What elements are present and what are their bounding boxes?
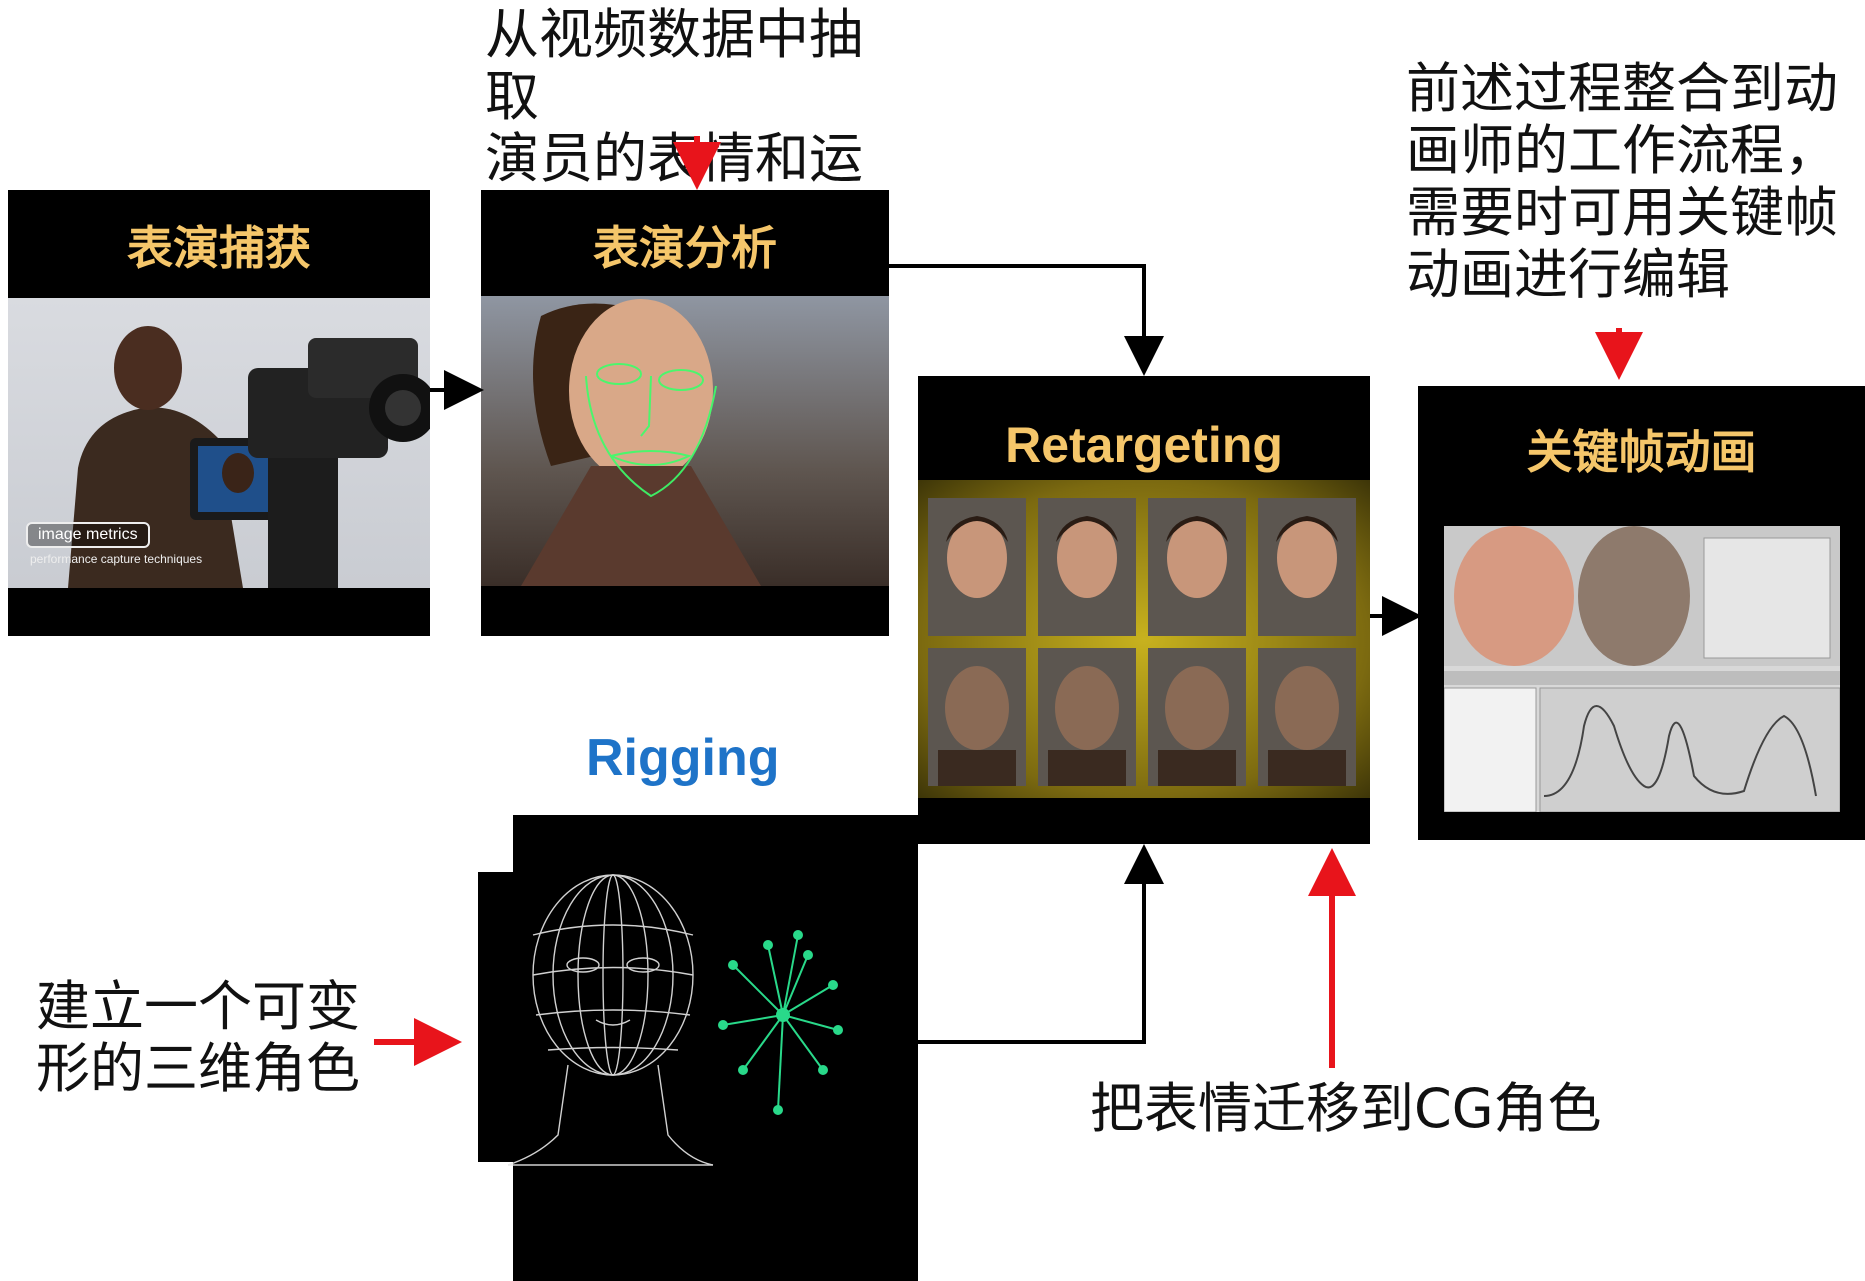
rig-annotation: 建立一个可变 形的三维角色 — [36, 975, 360, 1100]
retarget-annotation: 把表情迁移到CG角色 — [1090, 1077, 1602, 1140]
rigging-label: Rigging — [586, 729, 780, 787]
keyframe-panel: 关键帧动画 — [1418, 386, 1865, 840]
rigging-visual — [478, 815, 918, 1281]
analysis-panel-title: 表演分析 — [593, 221, 777, 275]
capture-panel: 表演捕获 image metrics performance capture t… — [8, 190, 430, 636]
retargeting-grid — [918, 480, 1370, 798]
camera-icon — [248, 338, 430, 588]
capture-panel-title: 表演捕获 — [127, 221, 311, 275]
retargeting-panel: Retargeting — [918, 376, 1370, 844]
animation-curve-icon — [1543, 705, 1817, 797]
arrow-analysis-to-retargeting — [889, 264, 1164, 376]
rigging-panel — [478, 872, 918, 1162]
keyframe-annotation: 前述过程整合到动 画师的工作流程， 需要时可用关键帧 动画进行编辑 — [1406, 57, 1838, 306]
arrow-rigging-to-retargeting — [918, 844, 1164, 1044]
face-tracking-mesh-icon — [585, 363, 717, 498]
keyframe-panel-title: 关键帧动画 — [1526, 425, 1757, 479]
wireframe-head-icon — [507, 874, 714, 1166]
image-metrics-logo: image metrics — [26, 522, 150, 548]
analysis-panel: 表演分析 — [481, 190, 889, 636]
analysis-photo — [481, 296, 889, 586]
bone-rig-icon — [718, 930, 843, 1115]
keyframe-screenshot — [1444, 526, 1840, 812]
capture-photo: image metrics performance capture techni… — [8, 298, 430, 588]
retargeting-panel-title: Retargeting — [1005, 417, 1283, 473]
image-metrics-caption: performance capture techniques — [30, 552, 203, 566]
